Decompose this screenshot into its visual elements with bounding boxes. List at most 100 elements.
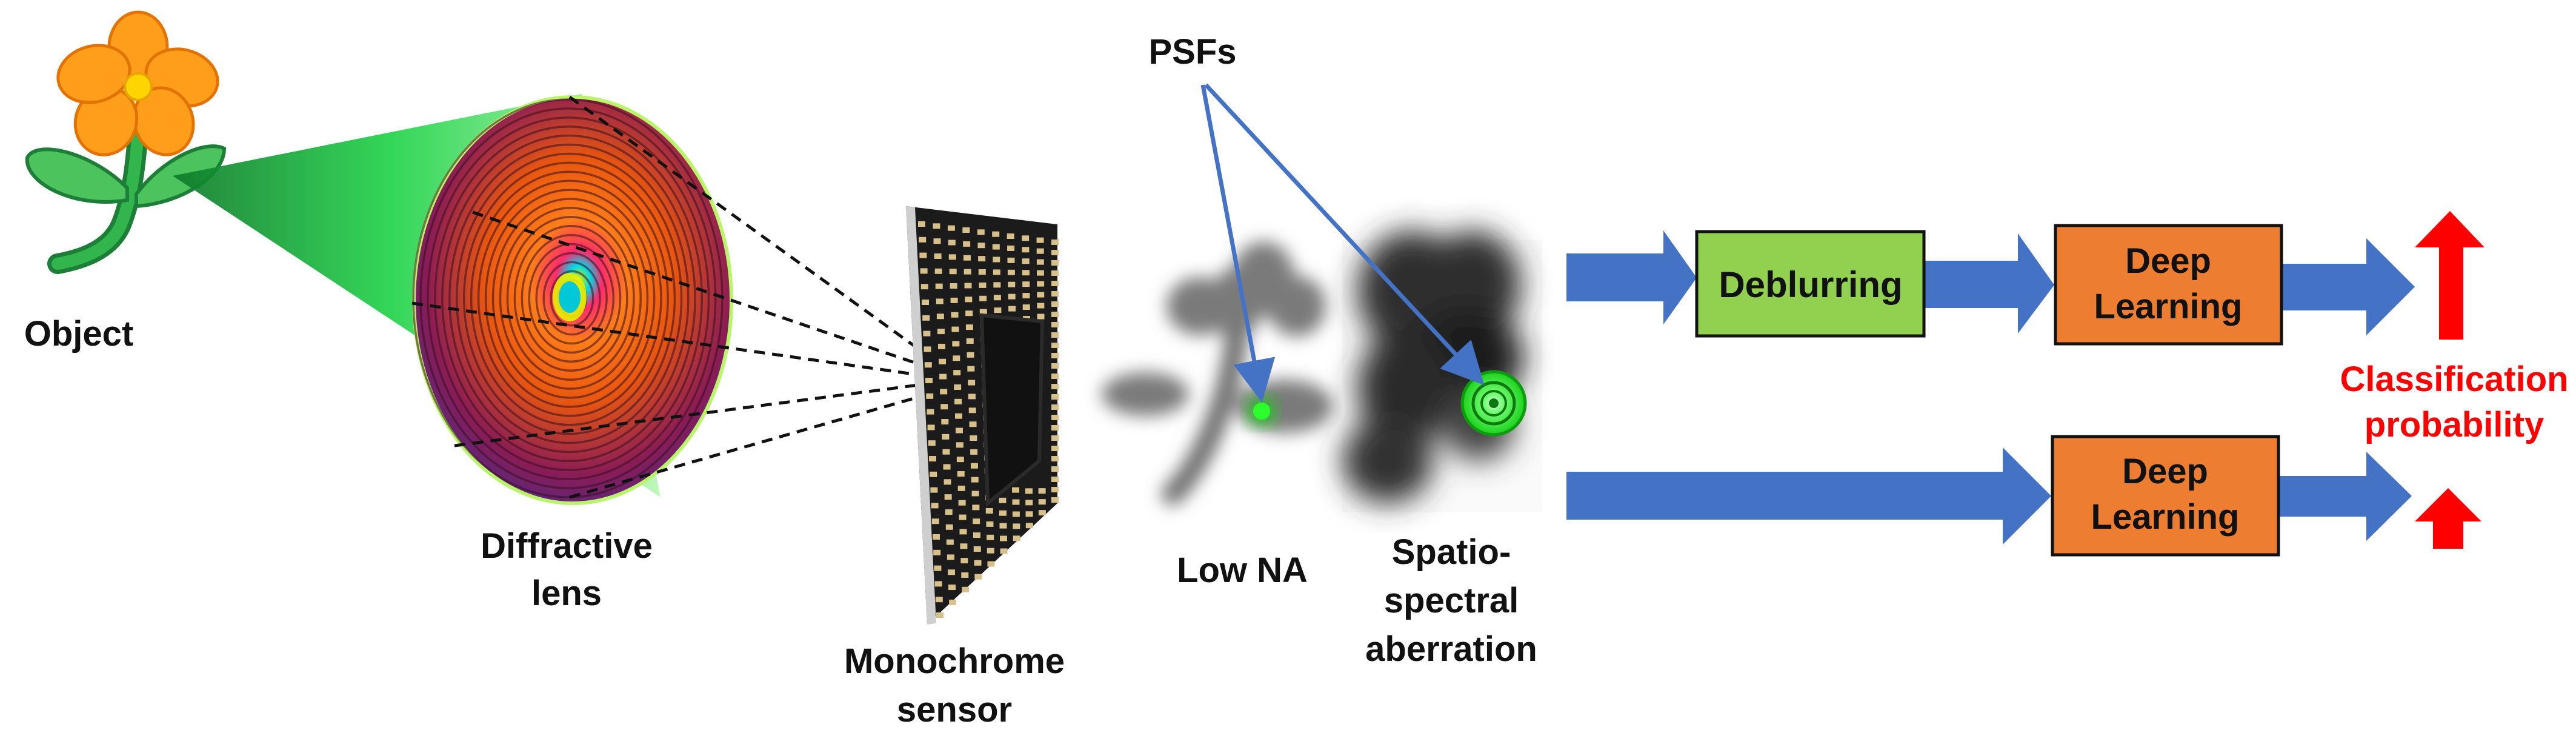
sensor-pin <box>985 508 993 514</box>
sensor-pin <box>948 240 956 246</box>
sensor-pin <box>940 389 948 395</box>
deep-learning-box-bottom <box>2051 435 2280 557</box>
sensor-pin <box>1008 306 1016 312</box>
lens-ring <box>470 170 669 426</box>
sensor-pin <box>1051 394 1059 400</box>
sensor-pin <box>1037 303 1045 309</box>
lens-ring <box>528 243 615 354</box>
sensor-pin <box>928 440 936 446</box>
sensor-pin <box>993 295 1001 301</box>
sensor-pin <box>930 487 938 493</box>
sensor-pin <box>1012 499 1020 505</box>
sensor-pin <box>1051 374 1059 379</box>
lens-ring <box>427 116 710 480</box>
sensor-pin <box>924 362 932 368</box>
sensor-pin <box>1013 523 1020 529</box>
psf-spot-core <box>1253 403 1270 420</box>
sensor-pin <box>971 491 979 497</box>
sensor-pin <box>931 503 939 509</box>
lens-ring <box>448 143 690 454</box>
sensor-pin <box>963 255 971 261</box>
sensor-pin <box>1022 270 1030 276</box>
lens-ring <box>550 270 594 327</box>
sensor-pin <box>935 283 943 289</box>
lens-ring <box>462 161 676 435</box>
sensor-pin <box>959 514 967 520</box>
arrow-to-deep-learning-top <box>1924 233 2054 333</box>
sensor-pin <box>933 223 940 229</box>
sensor-pin <box>948 585 956 591</box>
sensor-pin <box>948 254 956 260</box>
sensor-pin <box>963 241 971 247</box>
aberration-label-line2: spectral <box>1384 581 1519 620</box>
sensor-pin <box>987 561 995 567</box>
psfs-label: PSFs <box>1148 32 1236 72</box>
deep-learning-top-line1: Deep <box>2125 241 2211 281</box>
sensor-pin <box>973 518 980 524</box>
sensor-pin <box>1037 313 1045 320</box>
aberration-label-line1: Spatio- <box>1392 532 1511 572</box>
sensor-pin <box>1051 363 1059 369</box>
sensor-pin <box>961 572 969 578</box>
sensor-pin <box>1051 250 1059 255</box>
sensor-pin <box>956 442 964 448</box>
sensor-pin <box>1051 477 1059 482</box>
sensor-pin <box>947 554 954 560</box>
sensor-pin <box>945 509 953 515</box>
psf-arrows <box>1200 83 1485 403</box>
sensor-label-line1: Monochrome <box>844 642 1065 681</box>
sensor-pin <box>1051 291 1059 297</box>
sensor-pin <box>1000 548 1008 554</box>
sensor-pin <box>1022 258 1030 264</box>
sensor-pin <box>964 283 972 289</box>
classification-label-line1: Classification <box>2340 360 2568 399</box>
sensor-pin <box>993 282 1001 288</box>
sensor-pin <box>1008 293 1016 300</box>
sensor-pin <box>1051 425 1059 431</box>
sensor-pin <box>1022 235 1030 241</box>
deblurring-label: Deblurring <box>1719 264 1902 305</box>
sensor-pin <box>1037 281 1045 287</box>
sensor-pin <box>999 510 1007 516</box>
sensor-pin <box>920 268 928 274</box>
sensor-label-line2: sensor <box>897 690 1012 729</box>
sensor-pin <box>1007 269 1015 275</box>
sensor-pin <box>993 256 1000 263</box>
sensor-pin <box>1036 259 1044 265</box>
sensor-pin <box>1025 523 1033 529</box>
sensor-pin <box>943 464 951 470</box>
sensor-pin <box>955 427 963 434</box>
arrow-to-probability-bottom <box>2278 452 2412 541</box>
sensor-pin <box>936 612 944 618</box>
classification-label-line2: probability <box>2365 405 2544 444</box>
sensor-pin <box>967 366 975 372</box>
sensor-pin <box>1000 535 1008 541</box>
sensor-pin <box>947 225 955 231</box>
deep-learning-box-top <box>2054 224 2283 346</box>
sensor-pin <box>972 504 980 511</box>
sensor-pin <box>941 419 949 425</box>
lens-ring <box>441 134 696 463</box>
sensor-pin <box>1051 404 1059 410</box>
sensor-pin <box>973 546 981 552</box>
sensor-pin <box>970 463 978 469</box>
sensor-pin <box>1038 499 1046 505</box>
sensor-pin <box>999 497 1007 503</box>
sensor-pin <box>933 534 940 540</box>
sensor-pin <box>962 227 970 233</box>
sensor-pin <box>924 346 931 352</box>
sensor-pin <box>970 435 977 441</box>
sensor-pin <box>934 581 942 587</box>
psf-ring-pattern <box>1460 370 1527 437</box>
sensor-pin <box>927 424 935 431</box>
lens-ring <box>491 198 649 399</box>
sensor-pin <box>946 539 954 545</box>
sensor-pin <box>965 310 973 317</box>
sensor-pin <box>934 268 942 274</box>
sensor-pin <box>987 548 994 554</box>
sensor-pin <box>970 449 978 455</box>
sensor-pin <box>956 457 964 463</box>
sensor-pin <box>979 282 987 288</box>
